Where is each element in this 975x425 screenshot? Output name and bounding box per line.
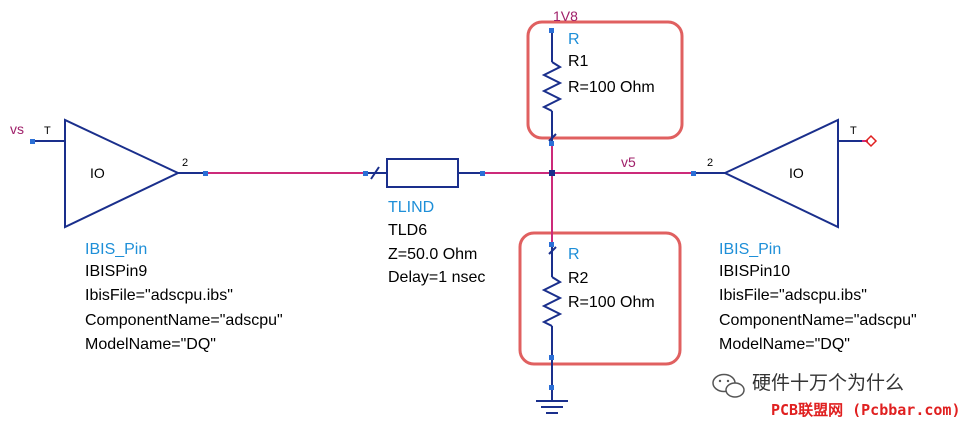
- r2-highlight-box: [518, 231, 682, 366]
- left-driver-triangle: [64, 118, 181, 229]
- r2-slash-mark: [548, 246, 557, 255]
- tline-body: [386, 158, 459, 188]
- r2-value: R=100 Ohm: [568, 294, 655, 311]
- left-driver-in-pin-label: T: [44, 125, 51, 137]
- r2-type: R: [568, 246, 580, 263]
- r1-zigzag: [541, 61, 563, 112]
- left-ibis-model: ModelName="DQ": [85, 336, 216, 353]
- r2-inst: R2: [568, 270, 589, 287]
- right-ibis-type: IBIS_Pin: [719, 241, 781, 258]
- resistor-r1[interactable]: [541, 28, 563, 146]
- wechat-icon: [712, 373, 745, 398]
- tline-pin-right[interactable]: [480, 171, 485, 176]
- right-receiver-body-label: IO: [789, 165, 804, 181]
- r1-pin-top[interactable]: [549, 28, 554, 33]
- right-ibis-inst: IBISPin10: [719, 263, 790, 280]
- ground-icon: [536, 400, 568, 414]
- r1-pin-bottom[interactable]: [549, 141, 554, 146]
- left-ibis-inst: IBISPin9: [85, 263, 147, 280]
- tline-type: TLIND: [388, 199, 434, 216]
- left-driver-out-pin[interactable]: [203, 171, 208, 176]
- right-ibis-component: ComponentName="adscpu": [719, 312, 917, 329]
- left-driver-body-label: IO: [90, 165, 105, 181]
- tline-pin-left[interactable]: [363, 171, 368, 176]
- r1-inst: R1: [568, 53, 589, 70]
- tline-inst: TLD6: [388, 222, 427, 239]
- r2-pin-top[interactable]: [549, 242, 554, 247]
- right-receiver-out-pin-label: T: [850, 125, 857, 137]
- right-ibis-receiver[interactable]: [691, 118, 878, 229]
- r2-zigzag: [541, 276, 563, 327]
- left-driver-in-pin[interactable]: [30, 139, 35, 144]
- right-receiver-out-pin[interactable]: [864, 134, 878, 148]
- tline-impedance: Z=50.0 Ohm: [388, 246, 477, 263]
- junction-node[interactable]: [549, 170, 555, 176]
- vs-net-label: vs: [10, 121, 24, 137]
- left-ibis-file: IbisFile="adscpu.ibs": [85, 287, 233, 304]
- right-receiver-in-pin-label: 2: [707, 157, 713, 169]
- r1-slash-mark: [548, 133, 557, 142]
- right-receiver-triangle: [722, 118, 839, 229]
- left-driver-out-pin-label: 2: [182, 157, 188, 169]
- supply-net-label: 1V8: [553, 8, 578, 24]
- left-ibis-driver[interactable]: [30, 118, 208, 229]
- tline-slash-mark: [370, 166, 380, 180]
- right-ibis-model: ModelName="DQ": [719, 336, 850, 353]
- tline-delay: Delay=1 nsec: [388, 269, 485, 286]
- right-ibis-file: IbisFile="adscpu.ibs": [719, 287, 867, 304]
- left-ibis-component: ComponentName="adscpu": [85, 312, 283, 329]
- v5-net-label: v5: [621, 154, 636, 170]
- tline-tld6[interactable]: [363, 158, 485, 188]
- right-receiver-in-pin[interactable]: [691, 171, 696, 176]
- r2-pin-bottom[interactable]: [549, 355, 554, 360]
- watermark-account: 硬件十万个为什么: [752, 372, 904, 394]
- r1-highlight-box: [526, 20, 684, 140]
- r1-type: R: [568, 31, 580, 48]
- wires: [32, 140, 868, 244]
- r1-value: R=100 Ohm: [568, 79, 655, 96]
- resistor-r2[interactable]: [541, 242, 563, 400]
- ground-pin[interactable]: [549, 385, 554, 390]
- watermark-site: PCB联盟网 (Pcbbar.com): [771, 401, 961, 419]
- left-ibis-type: IBIS_Pin: [85, 241, 147, 258]
